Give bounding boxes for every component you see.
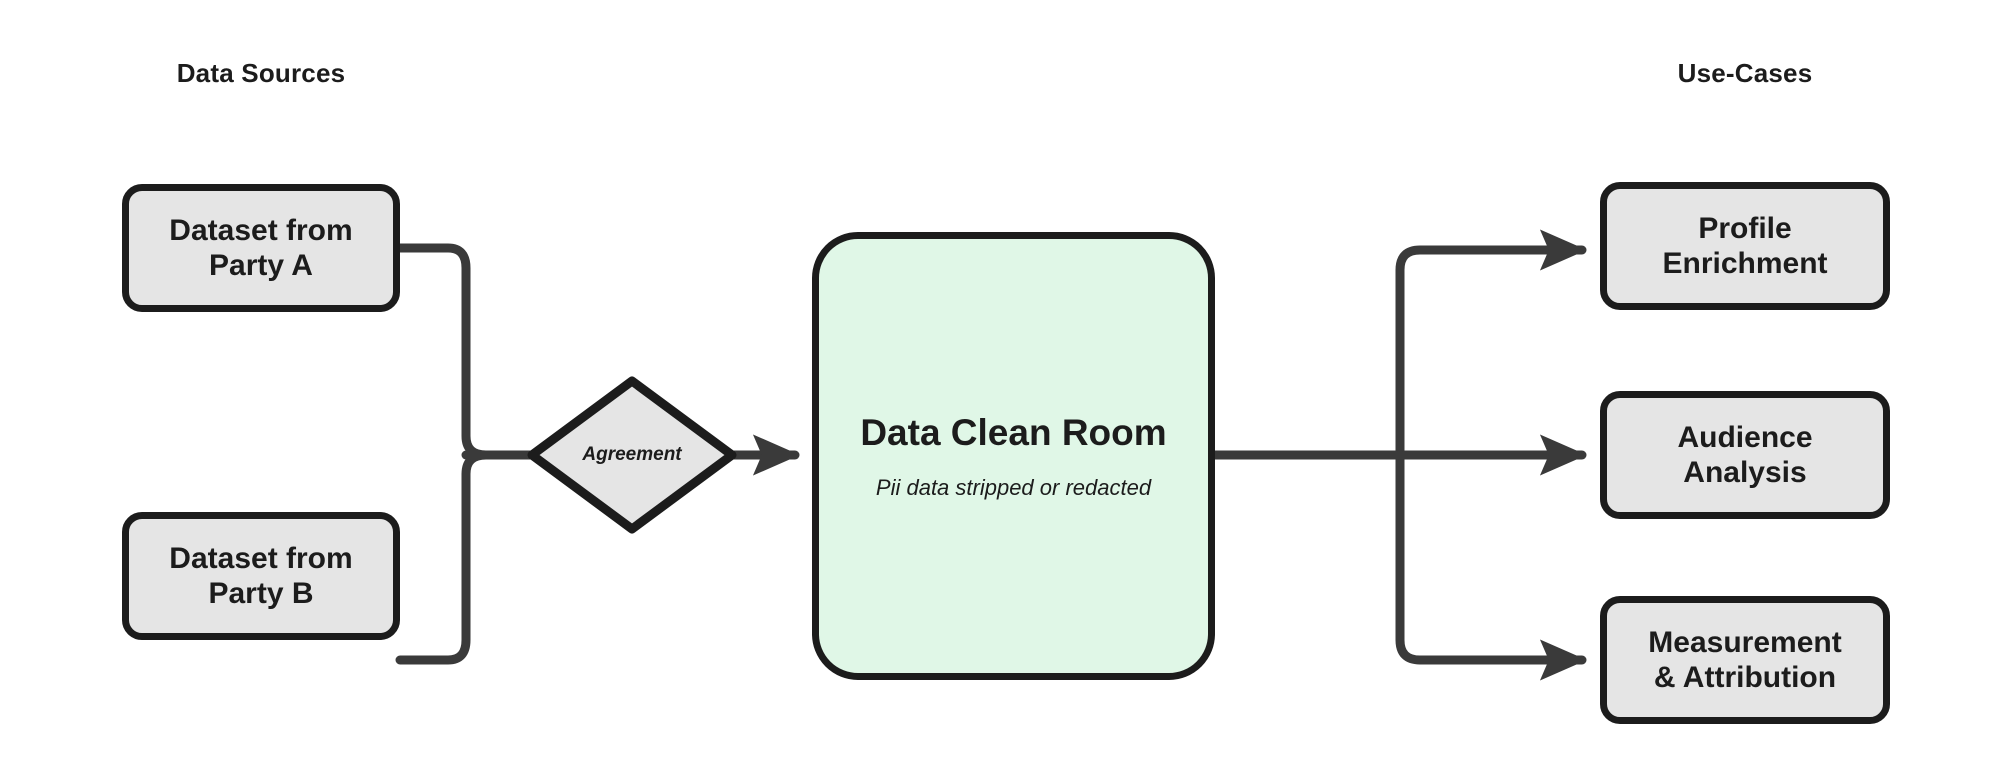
node-label: Profile Enrichment [1662,211,1828,280]
node-label: Dataset from Party A [169,213,353,282]
connector-to-measurement-attribution [1395,450,1587,681]
diamond-shape [527,376,737,534]
node-dataset-party-b[interactable]: Dataset from Party B [122,512,400,640]
node-data-clean-room[interactable]: Data Clean Room Pii data stripped or red… [812,232,1215,680]
connector-party-b [395,450,491,665]
node-label: Agreement [582,444,682,465]
node-label: Audience Analysis [1677,420,1813,489]
connector-party-a [395,243,491,460]
connector-to-profile-enrichment [1395,229,1587,460]
node-subtitle: Pii data stripped or redacted [875,475,1152,500]
node-measurement-attribution[interactable]: Measurement & Attribution [1600,596,1890,724]
node-audience-analysis[interactable]: Audience Analysis [1600,391,1890,519]
node-label: Measurement & Attribution [1648,625,1842,694]
node-profile-enrichment[interactable]: Profile Enrichment [1600,182,1890,310]
node-dataset-party-a[interactable]: Dataset from Party A [122,184,400,312]
node-title: Data Clean Room [860,411,1167,453]
column-title-data-sources: Data Sources [176,58,346,88]
node-agreement-gate[interactable]: Agreement [526,375,738,535]
node-label: Dataset from Party B [169,541,353,610]
column-title-use-cases: Use-Cases [1677,58,1813,88]
